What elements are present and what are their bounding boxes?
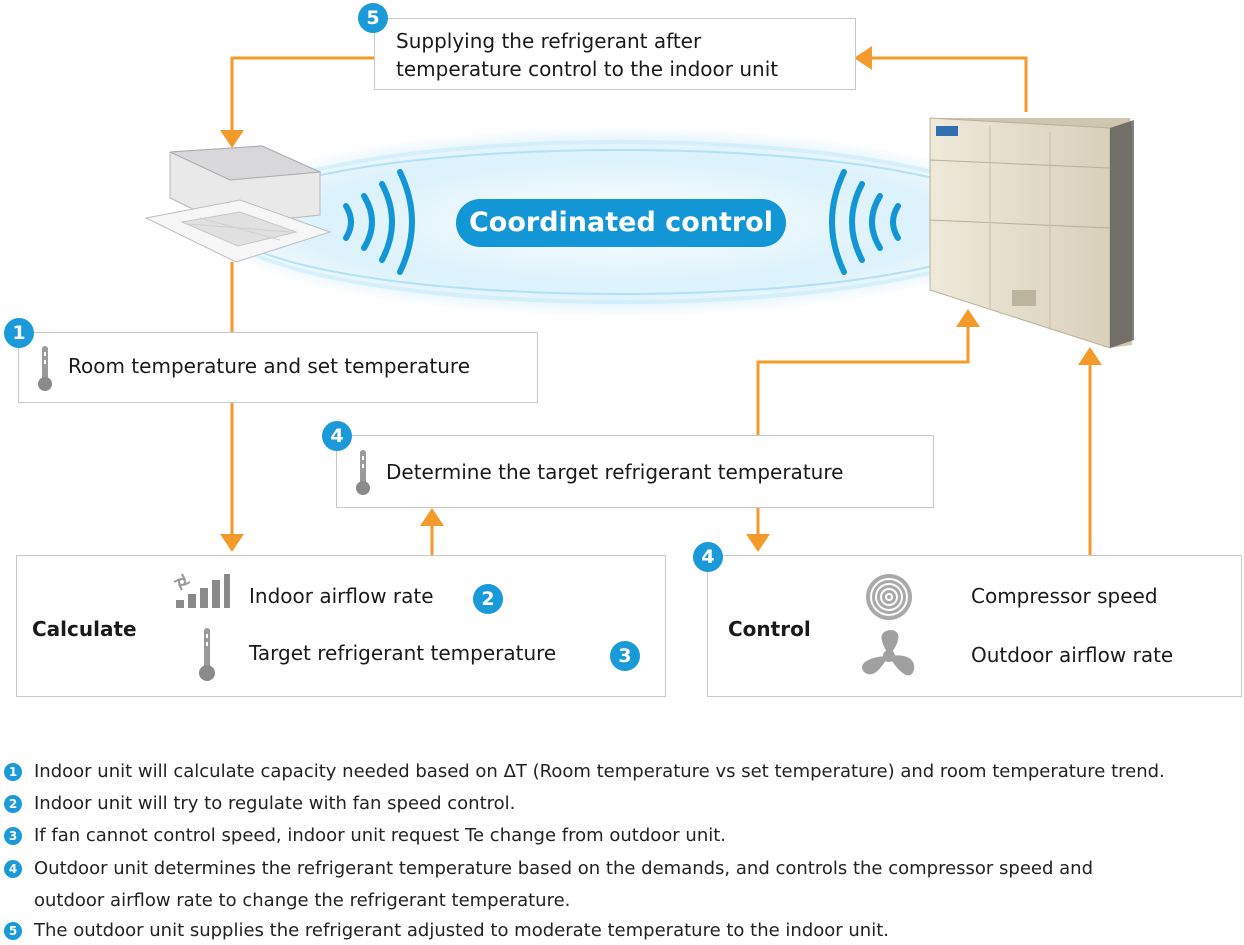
target-refrigerant-label: Target refrigerant temperature xyxy=(249,641,557,665)
fan-blade-icon xyxy=(860,628,918,688)
step5-box xyxy=(374,18,856,90)
thermometer-icon xyxy=(38,346,52,396)
thermometer-icon xyxy=(199,628,215,686)
compressor-spiral-icon xyxy=(864,572,914,626)
note2-badge: 2 xyxy=(4,795,22,813)
cassette-indoor-unit xyxy=(144,145,332,263)
flow-arrows xyxy=(230,56,1092,556)
step1-box xyxy=(18,332,538,403)
step3-badge: 3 xyxy=(610,641,640,671)
step5-line2: temperature control to the indoor unit xyxy=(396,57,779,81)
note4-badge: 4 xyxy=(4,860,22,878)
step5-line1: Supplying the refrigerant after xyxy=(396,29,702,53)
calculate-title: Calculate xyxy=(32,617,137,641)
step1-label: Room temperature and set temperature xyxy=(68,354,471,378)
calculate-box xyxy=(16,555,666,697)
note1-text: Indoor unit will calculate capacity need… xyxy=(34,761,1165,782)
note3-text: If fan cannot control speed, indoor unit… xyxy=(34,825,727,846)
step1-badge: 1 xyxy=(4,318,34,348)
note2-text: Indoor unit will try to regulate with fa… xyxy=(34,793,516,814)
control-title: Control xyxy=(728,617,811,641)
outdoor-unit xyxy=(929,117,1134,349)
coordinated-control-pill: Coordinated control xyxy=(456,199,786,247)
step5-badge: 5 xyxy=(358,3,388,33)
fan-airflow-icon xyxy=(172,572,232,614)
step4-target-box xyxy=(336,435,934,508)
compressor-speed-label: Compressor speed xyxy=(971,584,1158,608)
step4-control-badge: 4 xyxy=(693,542,723,572)
indoor-airflow-label: Indoor airflow rate xyxy=(249,584,434,608)
control-box xyxy=(707,555,1242,697)
step2-badge: 2 xyxy=(473,584,503,614)
outdoor-airflow-label: Outdoor airflow rate xyxy=(971,643,1174,667)
step4-target-badge: 4 xyxy=(322,421,352,451)
note5-text: The outdoor unit supplies the refrigeran… xyxy=(34,920,889,941)
note5-badge: 5 xyxy=(4,922,22,940)
arrow-heads xyxy=(220,46,1102,552)
thermometer-icon xyxy=(356,450,370,500)
note1-badge: 1 xyxy=(4,763,22,781)
note3-badge: 3 xyxy=(4,827,22,845)
signal-waves-left xyxy=(343,169,415,275)
note4-text-cont: outdoor airflow rate to change the refri… xyxy=(34,890,571,911)
note4-text: Outdoor unit determines the refrigerant … xyxy=(34,858,1094,879)
step4-target-label: Determine the target refrigerant tempera… xyxy=(386,460,844,484)
signal-waves-right xyxy=(829,169,901,275)
